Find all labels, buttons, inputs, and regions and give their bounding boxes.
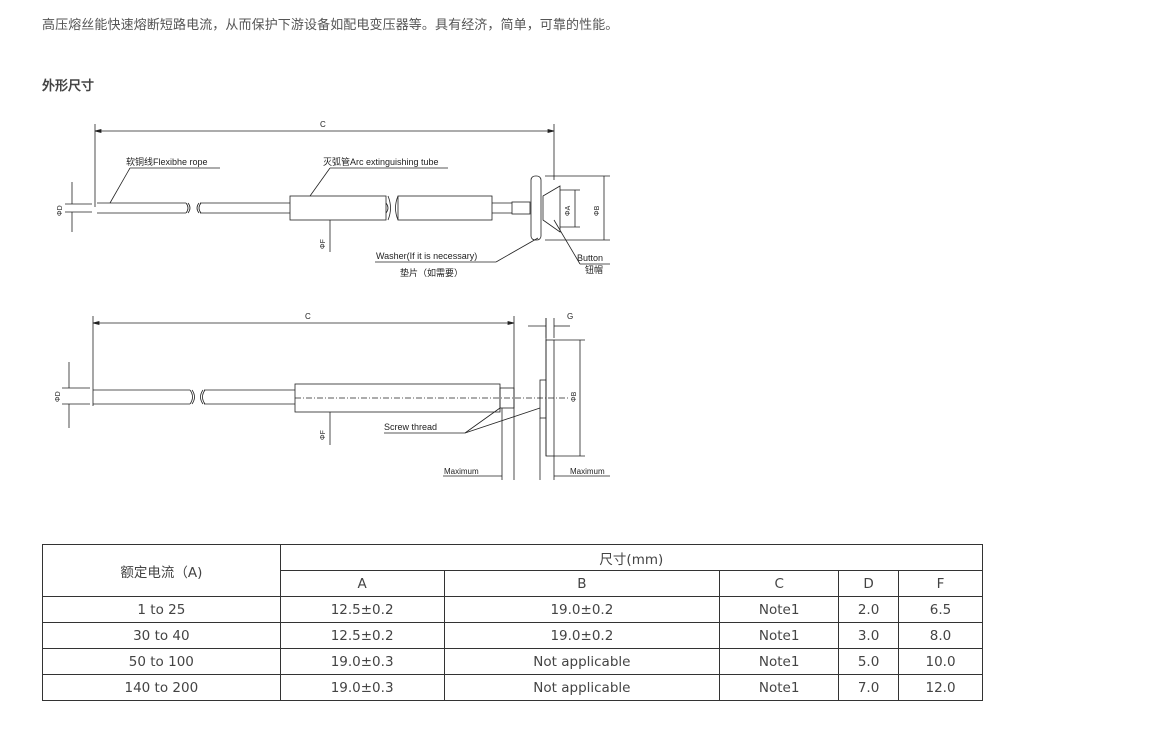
table-cell: 140 to 200 <box>42 674 281 701</box>
rated-current-header: 额定电流（A) <box>42 544 281 597</box>
diagram-bottom-labels: C G Screw thread Maximum Maximum ΦD ΦF Φ… <box>55 312 605 476</box>
button-cn-label: 钮帽 <box>585 264 603 275</box>
table-cell: 1 to 25 <box>42 596 281 623</box>
table-cell: 10.0 <box>898 648 983 675</box>
column-header: F <box>898 570 983 597</box>
table-cell: 6.5 <box>898 596 983 623</box>
dimension-header: 尺寸(mm) <box>279 544 984 571</box>
dim-a-label: ΦA <box>565 205 572 216</box>
table-cell: 12.0 <box>898 674 983 701</box>
column-header: C <box>719 570 840 597</box>
table-cell: 12.5±0.2 <box>279 622 445 649</box>
dimension-diagram: C 软铜线Flexibhe rope 灭弧管Arc extinguishing … <box>55 120 610 480</box>
tube-label: 灭弧管Arc extinguishing tube <box>323 156 439 167</box>
table-cell: 3.0 <box>838 622 900 649</box>
dim-b2-label: ΦB <box>571 391 578 402</box>
column-header: B <box>443 570 721 597</box>
table-cell: Note1 <box>719 648 840 675</box>
rope-label: 软铜线Flexibhe rope <box>126 156 208 167</box>
table-row: 30 to 40 12.5±0.2 19.0±0.2 Note1 3.0 8.0 <box>42 622 983 649</box>
dim-g-label: G <box>567 312 573 321</box>
table-cell: 19.0±0.2 <box>443 596 721 623</box>
intro-text: 高压熔丝能快速熔断短路电流，从而保护下游设备如配电变压器等。具有经济，简单，可靠… <box>42 18 619 33</box>
dimension-table: 额定电流（A) 尺寸(mm) A B C D F 1 to 25 12.5±0.… <box>42 544 984 701</box>
diagram-top <box>65 124 610 265</box>
diagram-bottom <box>62 316 610 480</box>
table-cell: Not applicable <box>443 674 721 701</box>
table-cell: Note1 <box>719 596 840 623</box>
table-cell: 12.5±0.2 <box>279 596 445 623</box>
max-right-label: Maximum <box>570 467 605 476</box>
dim-d2-label: ΦD <box>55 391 62 402</box>
dim-c-label: C <box>320 120 326 129</box>
section-title: 外形尺寸 <box>42 79 95 94</box>
dim-b-label: ΦB <box>594 205 601 216</box>
dim-f2-label: ΦF <box>320 430 327 440</box>
column-header: A <box>279 570 445 597</box>
table-cell: 50 to 100 <box>42 648 281 675</box>
table-cell: Note1 <box>719 674 840 701</box>
table-cell: 8.0 <box>898 622 983 649</box>
washer-label: Washer(If it is necessary) <box>376 251 477 261</box>
table-row: 1 to 25 12.5±0.2 19.0±0.2 Note1 2.0 6.5 <box>42 596 983 623</box>
table-cell: 2.0 <box>838 596 900 623</box>
table-cell: 5.0 <box>838 648 900 675</box>
table-cell: 19.0±0.3 <box>279 648 445 675</box>
table-cell: Not applicable <box>443 648 721 675</box>
table-cell: 7.0 <box>838 674 900 701</box>
dim-c2-label: C <box>305 312 311 321</box>
button-label: Button <box>577 253 603 263</box>
table-row: 50 to 100 19.0±0.3 Not applicable Note1 … <box>42 648 983 675</box>
column-header: D <box>838 570 900 597</box>
diagram-top-labels: C 软铜线Flexibhe rope 灭弧管Arc extinguishing … <box>57 120 603 278</box>
table-cell: 19.0±0.3 <box>279 674 445 701</box>
dim-f-label: ΦF <box>320 239 327 249</box>
table-cell: 30 to 40 <box>42 622 281 649</box>
max-left-label: Maximum <box>444 467 479 476</box>
table-cell: Note1 <box>719 622 840 649</box>
washer-cn-label: 垫片（如需要） <box>400 267 463 278</box>
table-row: 140 to 200 19.0±0.3 Not applicable Note1… <box>42 674 983 701</box>
dim-d-label: ΦD <box>57 205 64 216</box>
table-cell: 19.0±0.2 <box>443 622 721 649</box>
screw-label: Screw thread <box>384 422 437 432</box>
